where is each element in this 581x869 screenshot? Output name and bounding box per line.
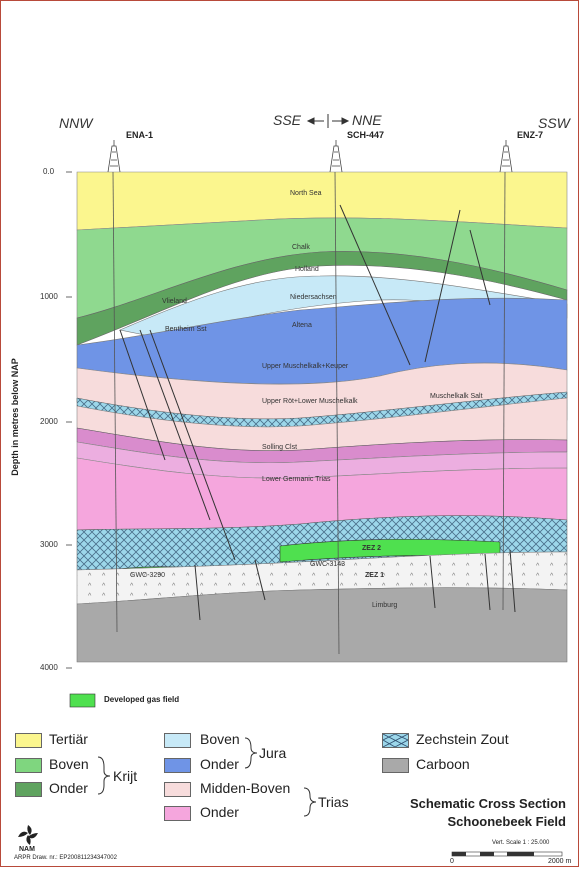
gas-field-swatch: [69, 693, 96, 708]
depth-tick-3000: 3000: [40, 540, 58, 549]
label-chalk: Chalk: [292, 244, 310, 251]
direction-sse: SSE: [273, 112, 302, 128]
label-upper-muschelkalk: Upper Muschelkalk+Keuper: [262, 363, 349, 370]
legend-carboon: Carboon: [416, 756, 470, 772]
title-line-2: Schoonebeek Field: [447, 814, 566, 829]
direction-ssw: SSW: [538, 115, 570, 131]
well-label-ena-1: ENA-1: [126, 130, 154, 140]
direction-nnw: NNW: [59, 115, 93, 131]
label-gwc-3290: GWC-3290: [130, 572, 166, 579]
legend-tertiar: Tertiär: [49, 731, 88, 747]
label-north-sea: North Sea: [290, 190, 322, 197]
layer-limburg: [76, 587, 568, 663]
legend-midden-boven: Midden-Boven: [200, 780, 291, 796]
direction-nne: NNE: [352, 112, 382, 128]
label-lower-germanic: Lower Germanic Trias: [262, 476, 331, 483]
legend-zechstein: Zechstein Zout: [416, 731, 509, 747]
scale-end: 2000 m: [548, 858, 572, 865]
scale-start: 0: [450, 858, 454, 865]
label-vlieland: Vlieland: [162, 298, 187, 305]
legend-swatch-midden-boven: [164, 782, 191, 797]
label-altena: Altena: [292, 322, 312, 329]
legend-boven-krijt: Boven: [49, 756, 89, 772]
label-solling: Solling Clst: [262, 444, 298, 451]
scale-bar: [451, 851, 563, 857]
legend-swatch-tertiar: [15, 733, 42, 748]
legend-swatch-onder-krijt: [15, 782, 42, 797]
depth-tick-0: 0.0: [43, 167, 55, 176]
faults: [119, 204, 516, 621]
label-muschelkalk-salt: Muschelkalk Salt: [430, 393, 483, 400]
legend-onder-trias: Onder: [200, 804, 239, 820]
legend-swatch-onder-jura: [164, 758, 191, 773]
direction-arrows: [306, 114, 350, 128]
legend-swatch-zechstein: [382, 733, 409, 748]
well-label-sch-447: SCH-447: [347, 130, 385, 140]
depth-axis-label: Depth in metres below NAP: [9, 358, 20, 476]
legend-swatch-carboon: [382, 758, 409, 773]
scale-label: Vert. Scale 1 : 25.000: [492, 840, 550, 846]
drawing-number: ARPR Draw. nr.: EP200811234347002: [14, 855, 117, 861]
derrick-ena-1: [107, 140, 121, 173]
label-bentheim: Bentheim Sst: [165, 326, 207, 333]
label-niedersachsen: Niedersachsen: [290, 294, 337, 301]
derrick-sch-447: [329, 140, 343, 173]
legend-onder-krijt: Onder: [49, 780, 88, 796]
label-upper-rot: Upper Röt+Lower Muschelkalk: [262, 398, 358, 405]
legend-onder-jura: Onder: [200, 756, 239, 772]
label-limburg: Limburg: [372, 602, 398, 609]
label-zez-1: ZEZ 1: [365, 572, 385, 579]
legend-swatch-onder-trias: [164, 806, 191, 821]
nam-logo-mark: [18, 825, 38, 845]
legend-swatch-boven-jura: [164, 733, 191, 748]
depth-axis: [66, 171, 72, 669]
depth-tick-4000: 4000: [40, 663, 58, 672]
legend-trias: Trias: [318, 794, 349, 810]
nam-logo-text: NAM: [19, 846, 35, 853]
label-holland: Holland: [295, 266, 319, 273]
well-label-enz-7: ENZ-7: [517, 130, 544, 140]
legend-krijt: Krijt: [113, 768, 138, 784]
title-line-1: Schematic Cross Section: [409, 796, 566, 811]
depth-tick-2000: 2000: [40, 417, 58, 426]
legend-brackets: [97, 737, 317, 817]
gas-field-legend-label: Developed gas field: [104, 695, 180, 704]
legend-boven-jura: Boven: [200, 731, 240, 747]
well-bores: [112, 171, 506, 655]
legend-jura: Jura: [259, 745, 287, 761]
depth-tick-1000: 1000: [40, 292, 58, 301]
label-zez-2: ZEZ 2: [362, 545, 382, 552]
derrick-enz-7: [499, 140, 513, 173]
legend-swatch-boven-krijt: [15, 758, 42, 773]
label-gwc-3143: GWC-3143: [310, 561, 346, 568]
